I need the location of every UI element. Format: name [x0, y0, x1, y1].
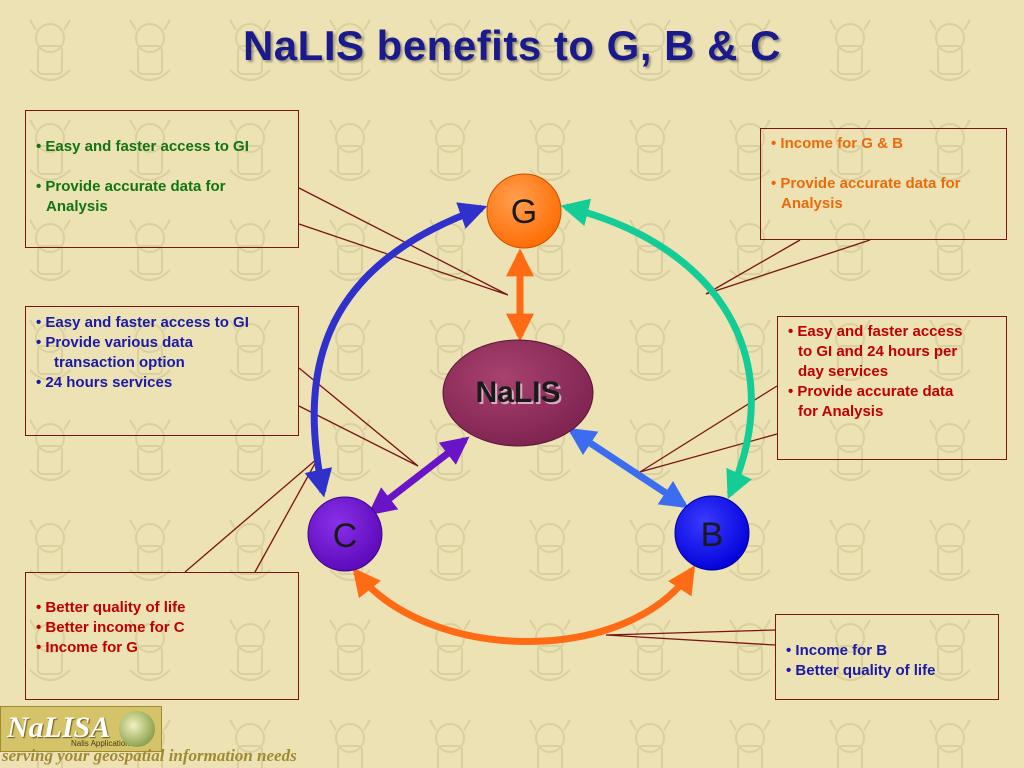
- arrow-c-to-b: [352, 565, 696, 645]
- connector-c-from-g-b: [184, 457, 319, 573]
- callout-line: to GI and 24 hours per: [798, 343, 958, 360]
- callout-c-from-g-b: • Better quality of life • Better income…: [25, 572, 299, 700]
- callout-line: • Better quality of life: [36, 599, 186, 616]
- tagline: serving your geospatial information need…: [2, 746, 297, 765]
- callout-line: • Easy and faster access to GI: [36, 314, 249, 331]
- callout-g-from-b: • Income for G & B • Provide accurate da…: [760, 128, 1007, 240]
- arrow-c-to-g: [304, 202, 488, 498]
- callout-g-from-center: • Easy and faster access to GI • Provide…: [25, 110, 299, 248]
- callout-line: • Income for G & B: [771, 135, 903, 152]
- callout-line: • Income for B: [786, 642, 888, 659]
- connector-b-from-center: [639, 385, 778, 473]
- arrow-center-to-c: [367, 436, 470, 516]
- node-c: C: [307, 496, 383, 572]
- callout-line: Analysis: [781, 195, 843, 212]
- slide-title: NaLIS benefits to G, B & C: [242, 22, 782, 69]
- callout-b-from-c: • Income for B • Better quality of life: [775, 614, 999, 700]
- callout-line: transaction option: [54, 354, 185, 371]
- node-nalis: NaLIS NaLIS: [442, 339, 594, 447]
- callout-line: for Analysis: [798, 403, 884, 420]
- callout-line: Analysis: [46, 198, 108, 215]
- callout-line: • Provide various data: [36, 334, 193, 351]
- callout-line: • Provide accurate data: [788, 383, 954, 400]
- callout-line: • Income for G: [36, 639, 138, 656]
- callout-line: • Provide accurate data for: [771, 175, 961, 192]
- callout-line: • Provide accurate data for: [36, 178, 226, 195]
- callout-b-from-center: • Easy and faster access to GI and 24 ho…: [777, 316, 1007, 460]
- arrow-center-to-b: [567, 427, 689, 509]
- callout-line: day services: [798, 363, 889, 380]
- node-c-label: C: [333, 517, 358, 555]
- logo-name: NaLISA: [7, 711, 111, 744]
- node-g-label: G: [511, 193, 537, 231]
- connector-b-from-c: [605, 629, 776, 646]
- callout-line: • Easy and faster access to GI: [36, 138, 249, 155]
- node-g: G: [486, 173, 562, 249]
- connector-g-from-center: [298, 187, 509, 296]
- node-b: B: [674, 495, 750, 571]
- callout-line: • 24 hours services: [36, 374, 173, 391]
- connector-g-from-b: [705, 239, 871, 295]
- callout-line: • Better quality of life: [786, 662, 936, 679]
- callout-line: • Better income for C: [36, 619, 185, 636]
- node-nalis-label: NaLIS: [475, 376, 560, 409]
- logo-subtitle: Nalis Application: [71, 739, 130, 748]
- node-nalis-shadow: NaLIS: [477, 378, 562, 411]
- arrow-g-to-b: [560, 198, 755, 500]
- nalisa-logo: NaLISA Nalis Application: [0, 706, 162, 752]
- node-b-label: B: [701, 516, 724, 554]
- callout-c-from-center: • Easy and faster access to GI • Provide…: [25, 306, 299, 436]
- callout-line: • Easy and faster access: [788, 323, 963, 340]
- globe-icon: [119, 711, 155, 747]
